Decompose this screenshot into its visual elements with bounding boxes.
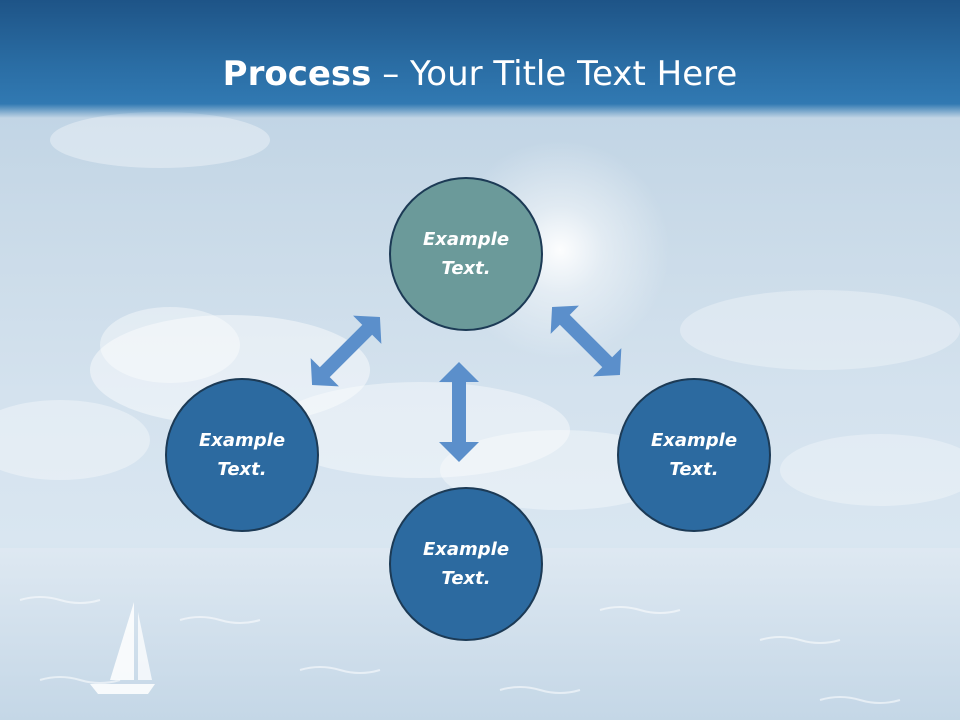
node-right: Example Text. (617, 378, 771, 532)
node-right-label: Example Text. (650, 430, 738, 480)
arrow-top-bottom-shape (439, 362, 479, 462)
node-top: Example Text. (389, 177, 543, 331)
node-top-label: Example Text. (422, 229, 510, 279)
arrow-top-left (310, 315, 382, 387)
arrow-top-left-shape (310, 315, 382, 387)
sailboat-icon (90, 602, 155, 694)
page-title: Process – Your Title Text Here (0, 52, 960, 96)
cloud-icon (0, 112, 960, 510)
node-bottom-label: Example Text. (422, 539, 510, 589)
title-bar (0, 0, 960, 118)
node-left: Example Text. (165, 378, 319, 532)
arrow-top-bottom (439, 362, 479, 462)
title-rest-text: Your Title Text Here (410, 54, 738, 94)
node-bottom: Example Text. (389, 487, 543, 641)
arrow-top-right (550, 305, 622, 377)
node-left-label: Example Text. (198, 430, 286, 480)
title-dash: – (371, 54, 411, 94)
title-bold-text: Process (222, 54, 372, 94)
arrow-top-right-shape (550, 305, 622, 377)
